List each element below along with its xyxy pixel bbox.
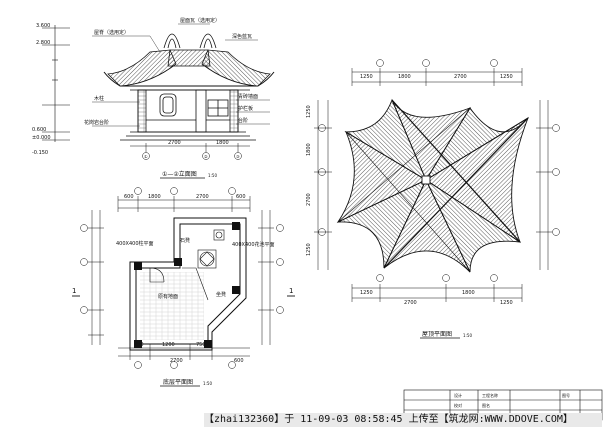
roof-elevation-shape	[103, 49, 275, 91]
level-label: -0.150	[32, 150, 48, 156]
planter-icon	[213, 229, 225, 241]
roof-plan-view: 1250 1800 2700 1250 1250 1800 2700 1250	[306, 59, 560, 339]
callout-label: 屋脊（选用定）	[94, 29, 129, 36]
axis-label: ②	[204, 154, 208, 159]
plan-label: 坐凳	[216, 291, 226, 298]
dimension-label: 750	[134, 342, 144, 348]
roof-finial-icon	[163, 33, 217, 49]
dimension-label: 600	[234, 358, 244, 364]
dimension-label: 1800	[398, 74, 411, 80]
callout-label: 护栏板	[238, 105, 253, 112]
level-label: ±0.000	[32, 135, 51, 141]
floor-plan-scale: 1:50	[203, 381, 212, 386]
dimension-label: 1250	[306, 105, 312, 118]
dimension-label: 1250	[500, 300, 513, 306]
dimension-label: 600	[124, 194, 134, 200]
dimension-label: 1200	[162, 342, 175, 348]
dimension-label: 1250	[306, 243, 312, 256]
section-mark: 1	[72, 287, 76, 295]
dimension-label: 1800	[462, 290, 475, 296]
roof-plan-shape	[336, 98, 529, 273]
section-mark: 1	[289, 287, 293, 295]
dimension-label: 2700	[454, 74, 467, 80]
dimension-label: 1800	[306, 143, 312, 156]
callout-label: 木柱	[94, 95, 104, 102]
dimension-label: 2700	[306, 193, 312, 206]
upload-watermark: 【zhai132360】于 11-09-03 08:58:45 上传至【筑龙网:…	[204, 413, 602, 427]
dimension-label: 1250	[360, 290, 373, 296]
roof-plan-scale: 1:50	[463, 333, 472, 338]
callout-label: 深色蓝瓦	[232, 33, 252, 40]
floor-plan-view: 600 1800 2700 600	[72, 187, 295, 387]
floor-plan-title: 底层平面图	[163, 378, 193, 386]
callout-label: 屋面瓦（选用定）	[180, 17, 220, 24]
dimension-label: 600	[236, 194, 246, 200]
callout-label: 台阶	[238, 117, 248, 124]
dimension-label: 2700	[170, 358, 183, 364]
dimension-label: 2700	[196, 194, 209, 200]
axis-label: ①	[144, 154, 148, 159]
dimension-label: 1250	[500, 74, 513, 80]
title-block-cell: 校对	[454, 402, 462, 408]
elevation-view: 3.600 2.800 0.600 ±0.000 -0.150	[32, 17, 275, 179]
callout-label: 花岗岩台阶	[84, 119, 109, 126]
level-label: 3.600	[36, 23, 50, 29]
level-label: 0.600	[32, 127, 46, 133]
pavilion-body	[120, 89, 256, 141]
dimension-label: 750	[196, 342, 206, 348]
roof-plan-title: 屋顶平面图	[422, 331, 452, 338]
plan-label: 400X400花池平面	[232, 241, 275, 248]
title-block-cell: 图号	[562, 392, 570, 398]
elevation-scale: 1:50	[208, 173, 217, 178]
stone-stool-icon	[197, 249, 217, 269]
title-block-cell: 工程名称	[482, 392, 498, 398]
dimension-label: 2700	[168, 140, 181, 146]
plan-label: 原有地面	[158, 293, 178, 300]
title-block-cell: 图名	[482, 402, 490, 408]
plan-label: 石凳	[180, 237, 190, 244]
title-block-cell: 设计	[454, 392, 462, 398]
dimension-label: 1250	[360, 74, 373, 80]
dimension-label: 1800	[216, 140, 229, 146]
elevation-title: ①—②立面图	[162, 170, 197, 178]
dimension-label: 1800	[148, 194, 161, 200]
callout-label: 青砖墙面	[238, 93, 258, 100]
dimension-label: 2700	[404, 300, 417, 306]
level-label: 2.800	[36, 40, 50, 46]
plan-label: 400X400柱平面	[116, 240, 154, 247]
axis-label: ③	[236, 154, 240, 159]
